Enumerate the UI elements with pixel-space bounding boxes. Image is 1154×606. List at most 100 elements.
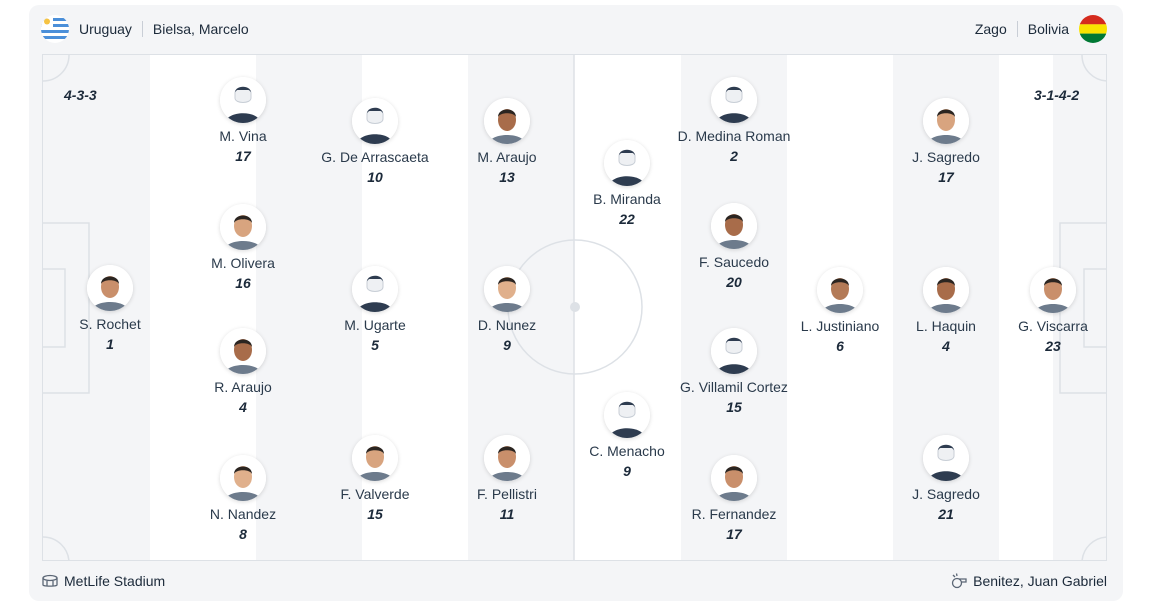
player-silhouette-icon (711, 328, 757, 374)
player-photo (220, 204, 266, 250)
stadium-name: MetLife Stadium (64, 573, 166, 589)
away-team-name[interactable]: Bolivia (1027, 21, 1069, 37)
away-player-5[interactable]: G. Villamil Cortez 15 (674, 328, 794, 415)
player-number: 4 (239, 399, 247, 415)
player-number: 5 (371, 337, 379, 353)
player-number: 17 (726, 526, 742, 542)
home-player-2[interactable]: M. Vina 17 (183, 77, 303, 164)
player-number: 23 (1045, 338, 1061, 354)
player-name: B. Miranda (593, 191, 661, 207)
player-name: F. Saucedo (698, 254, 770, 270)
player-number: 17 (235, 148, 251, 164)
home-player-8[interactable]: F. Valverde 15 (315, 435, 435, 522)
player-name: L. Haquin (916, 318, 976, 334)
whistle-icon (950, 572, 968, 590)
player-name: R. Araujo (214, 379, 272, 395)
player-name: G. Viscarra (1018, 318, 1088, 334)
away-player-8[interactable]: J. Sagredo 17 (886, 98, 1006, 185)
player-photo (484, 435, 530, 481)
player-name: J. Sagredo (912, 149, 980, 165)
player-number: 1 (106, 336, 114, 352)
player-number: 11 (499, 506, 515, 522)
home-player-10[interactable]: D. Nunez 9 (447, 266, 567, 353)
home-team-name[interactable]: Uruguay (79, 21, 132, 37)
player-number: 8 (239, 526, 247, 542)
home-player-1[interactable]: S. Rochet 1 (50, 265, 170, 352)
player-silhouette-icon (604, 392, 650, 438)
player-number: 9 (503, 337, 511, 353)
stadium-info: MetLife Stadium (41, 572, 165, 590)
away-player-7[interactable]: L. Justiniano 6 (780, 267, 900, 354)
player-name: G. Villamil Cortez (680, 379, 788, 395)
player-number: 15 (726, 399, 742, 415)
player-photo (923, 98, 969, 144)
player-number: 9 (623, 463, 631, 479)
player-name: F. Valverde (340, 486, 410, 502)
player-name: D. Medina Roman (677, 128, 791, 144)
player-photo (484, 98, 530, 144)
player-number: 15 (367, 506, 383, 522)
player-name: M. Olivera (211, 255, 275, 271)
player-number: 17 (938, 169, 954, 185)
away-formation: 3-1-4-2 (1034, 87, 1080, 103)
player-photo (923, 267, 969, 313)
away-player-4[interactable]: F. Saucedo 20 (674, 203, 794, 290)
player-photo (220, 455, 266, 501)
player-photo (220, 328, 266, 374)
home-team-info: Uruguay Bielsa, Marcelo (41, 15, 249, 43)
away-player-2[interactable]: C. Menacho 9 (567, 392, 687, 479)
player-silhouette-icon (923, 435, 969, 481)
home-player-3[interactable]: M. Olivera 16 (183, 204, 303, 291)
player-name: M. Araujo (477, 149, 537, 165)
player-photo (87, 265, 133, 311)
player-silhouette-icon (352, 266, 398, 312)
home-player-9[interactable]: M. Araujo 13 (447, 98, 567, 185)
player-photo (484, 266, 530, 312)
header-divider (141, 21, 143, 37)
player-silhouette-icon (711, 77, 757, 123)
away-coach-name[interactable]: Zago (974, 21, 1007, 37)
away-player-1[interactable]: B. Miranda 22 (567, 140, 687, 227)
player-name: L. Justiniano (800, 318, 880, 334)
player-number: 6 (836, 338, 844, 354)
away-player-11[interactable]: G. Viscarra 23 (993, 267, 1106, 354)
player-number: 13 (499, 169, 515, 185)
player-silhouette-icon (352, 98, 398, 144)
player-name: M. Ugarte (344, 317, 406, 333)
header-divider (1016, 21, 1018, 37)
home-player-7[interactable]: M. Ugarte 5 (315, 266, 435, 353)
player-name: J. Sagredo (912, 486, 980, 502)
player-photo (711, 203, 757, 249)
lineup-card: Uruguay Bielsa, Marcelo Zago Bolivia (29, 5, 1123, 601)
player-name: N. Nandez (209, 506, 277, 522)
player-name: M. Vina (219, 128, 267, 144)
player-photo (817, 267, 863, 313)
away-player-9[interactable]: L. Haquin 4 (886, 267, 1006, 354)
bolivia-flag-icon (1079, 15, 1107, 43)
away-player-3[interactable]: D. Medina Roman 2 (674, 77, 794, 164)
pitch-stripe (574, 55, 681, 560)
player-number: 16 (235, 275, 251, 291)
player-name: R. Fernandez (691, 506, 777, 522)
player-number: 4 (942, 338, 950, 354)
referee-name[interactable]: Benitez, Juan Gabriel (973, 573, 1107, 589)
player-number: 22 (619, 211, 635, 227)
player-name: C. Menacho (589, 443, 665, 459)
player-number: 2 (730, 148, 738, 164)
player-name: G. De Arrascaeta (321, 149, 429, 165)
player-photo (1030, 267, 1076, 313)
player-name: S. Rochet (79, 316, 141, 332)
home-player-4[interactable]: R. Araujo 4 (183, 328, 303, 415)
referee-info: Benitez, Juan Gabriel (950, 572, 1107, 590)
player-name: D. Nunez (477, 317, 537, 333)
player-name: F. Pellistri (477, 486, 537, 502)
home-player-11[interactable]: F. Pellistri 11 (447, 435, 567, 522)
uruguay-flag-icon (41, 15, 69, 43)
player-number: 20 (726, 274, 742, 290)
home-formation: 4-3-3 (64, 87, 97, 103)
home-player-5[interactable]: N. Nandez 8 (183, 455, 303, 542)
away-player-6[interactable]: R. Fernandez 17 (674, 455, 794, 542)
home-coach-name[interactable]: Bielsa, Marcelo (152, 21, 249, 37)
